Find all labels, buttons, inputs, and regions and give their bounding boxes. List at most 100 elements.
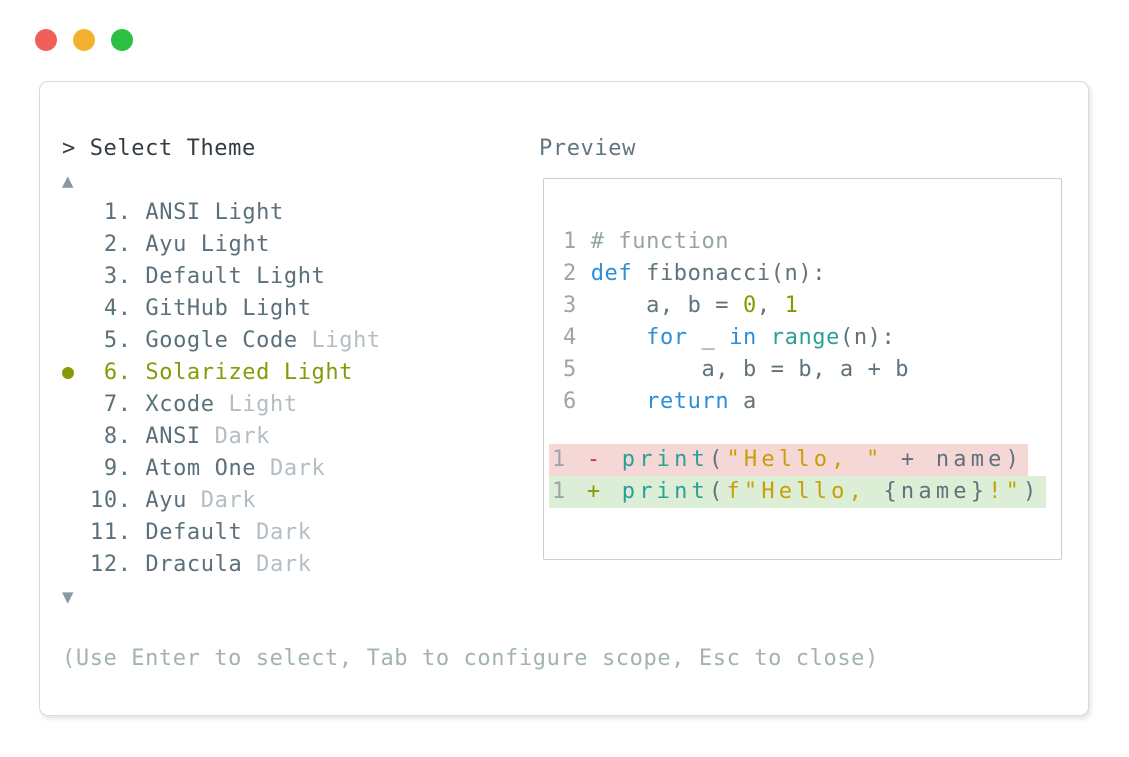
code-segment: print <box>621 447 710 472</box>
bullet-placeholder <box>62 261 90 293</box>
code-segment: 0 <box>743 293 757 318</box>
code-segment: f"Hello, <box>726 479 884 504</box>
theme-item-variant: Dark <box>242 552 312 577</box>
theme-item-name: ANSI <box>145 200 201 225</box>
keyboard-hints: (Use Enter to select, Tab to configure s… <box>62 646 879 671</box>
diff-line-added: 1 + print(f"Hello, {name}!") <box>549 476 1046 508</box>
theme-list-item[interactable]: 10. Ayu Dark <box>62 485 381 517</box>
theme-list-item[interactable]: 2. Ayu Light <box>62 229 381 261</box>
theme-item-name: GitHub <box>145 296 229 321</box>
scroll-up-icon[interactable]: ▲ <box>62 165 73 197</box>
code-segment: fibonacci(n): <box>632 261 827 286</box>
code-segment: 3 <box>563 293 591 318</box>
theme-item-name: Xcode <box>145 392 215 417</box>
selected-bullet-icon <box>62 357 90 389</box>
prompt-caret-icon: > <box>62 136 90 161</box>
theme-list-item[interactable]: 3. Default Light <box>62 261 381 293</box>
theme-list: 1. ANSI Light 2. Ayu Light 3. Default Li… <box>62 197 381 581</box>
code-segment: in <box>729 325 757 350</box>
theme-list-item[interactable]: 8. ANSI Dark <box>62 421 381 453</box>
theme-list-item[interactable]: 11. Default Dark <box>62 517 381 549</box>
code-segment: (n): <box>839 325 896 350</box>
theme-item-name: ANSI <box>145 424 201 449</box>
theme-item-name: Dracula <box>145 552 243 577</box>
theme-item-name: Default <box>145 264 243 289</box>
code-segment: !" <box>988 479 1024 504</box>
code-line: 6 return a <box>563 386 1061 418</box>
bullet-placeholder <box>62 485 90 517</box>
preview-label: Preview <box>539 136 636 161</box>
prompt-row: > Select Theme <box>62 133 256 165</box>
code-segment: 1 <box>784 293 799 318</box>
theme-item-number: 3. <box>90 264 146 289</box>
theme-item-name: Solarized <box>145 360 270 385</box>
theme-item-name: Google Code <box>145 328 298 353</box>
theme-list-item[interactable]: 6. Solarized Light <box>62 357 381 389</box>
scroll-down-icon[interactable]: ▼ <box>62 581 73 613</box>
code-segment: _ <box>687 325 730 350</box>
page-title: Select Theme <box>89 136 256 161</box>
theme-item-number: 12. <box>90 552 146 577</box>
theme-item-number: 4. <box>90 296 146 321</box>
code-segment: + <box>586 479 622 504</box>
theme-item-name: Ayu <box>145 232 187 257</box>
bullet-placeholder <box>62 421 90 453</box>
theme-item-number: 1. <box>90 200 146 225</box>
theme-list-item[interactable]: 7. Xcode Light <box>62 389 381 421</box>
code-segment: 2 <box>563 261 591 286</box>
bullet-placeholder <box>62 229 90 261</box>
theme-list-item[interactable]: 9. Atom One Dark <box>62 453 381 485</box>
theme-list-item[interactable]: 5. Google Code Light <box>62 325 381 357</box>
code-segment: ( <box>709 479 727 504</box>
bullet-placeholder <box>62 293 90 325</box>
theme-item-variant: Dark <box>242 520 312 545</box>
code-segment <box>757 325 771 350</box>
code-line: 2 def fibonacci(n): <box>563 258 1061 290</box>
code-segment: # function <box>590 229 730 254</box>
code-segment: , <box>756 293 785 318</box>
bullet-placeholder <box>62 325 90 357</box>
theme-item-variant: Light <box>214 392 298 417</box>
theme-item-number: 10. <box>90 488 146 513</box>
bullet-placeholder <box>62 197 90 229</box>
theme-list-item[interactable]: 12. Dracula Dark <box>62 549 381 581</box>
theme-list-item[interactable]: 1. ANSI Light <box>62 197 381 229</box>
code-segment: 1 <box>552 479 587 504</box>
code-segment: 1 <box>563 229 591 254</box>
code-segment: return <box>646 389 730 414</box>
theme-list-item[interactable]: 4. GitHub Light <box>62 293 381 325</box>
bullet-placeholder <box>62 517 90 549</box>
diff-line-removed: 1 - print("Hello, " + name) <box>549 444 1029 476</box>
window-controls <box>35 29 133 51</box>
theme-item-variant: Dark <box>186 488 257 513</box>
code-segment: def <box>590 261 633 286</box>
code-segment: "Hello, " <box>726 447 884 472</box>
code-segment: a <box>729 389 757 414</box>
theme-item-variant: Dark <box>200 424 271 449</box>
theme-item-number: 8. <box>90 424 146 449</box>
theme-item-number: 9. <box>90 456 146 481</box>
code-segment: 6 <box>563 389 591 414</box>
code-segment <box>591 325 646 350</box>
zoom-button[interactable] <box>111 29 133 51</box>
code-segment: 5 <box>563 357 591 382</box>
theme-item-variant: Light <box>200 200 284 225</box>
minimize-button[interactable] <box>73 29 95 51</box>
theme-item-variant: Light <box>270 360 354 385</box>
theme-item-number: 6. <box>90 360 146 385</box>
code-segment: range <box>770 325 840 350</box>
code-segment: {name} <box>883 479 989 504</box>
bullet-placeholder <box>62 389 90 421</box>
close-button[interactable] <box>35 29 57 51</box>
code-segment: ) <box>1023 479 1041 504</box>
theme-item-number: 5. <box>90 328 146 353</box>
theme-item-variant: Light <box>186 232 271 257</box>
code-line: 4 for _ in range(n): <box>563 322 1061 354</box>
theme-item-variant: Light <box>242 264 326 289</box>
theme-item-name: Ayu <box>145 488 187 513</box>
code-line: 5 a, b = b, a + b <box>563 354 1061 386</box>
code-line: 1 # function <box>563 226 1061 258</box>
code-blank-line <box>563 418 1061 444</box>
code-segment: a, b = <box>590 293 743 318</box>
